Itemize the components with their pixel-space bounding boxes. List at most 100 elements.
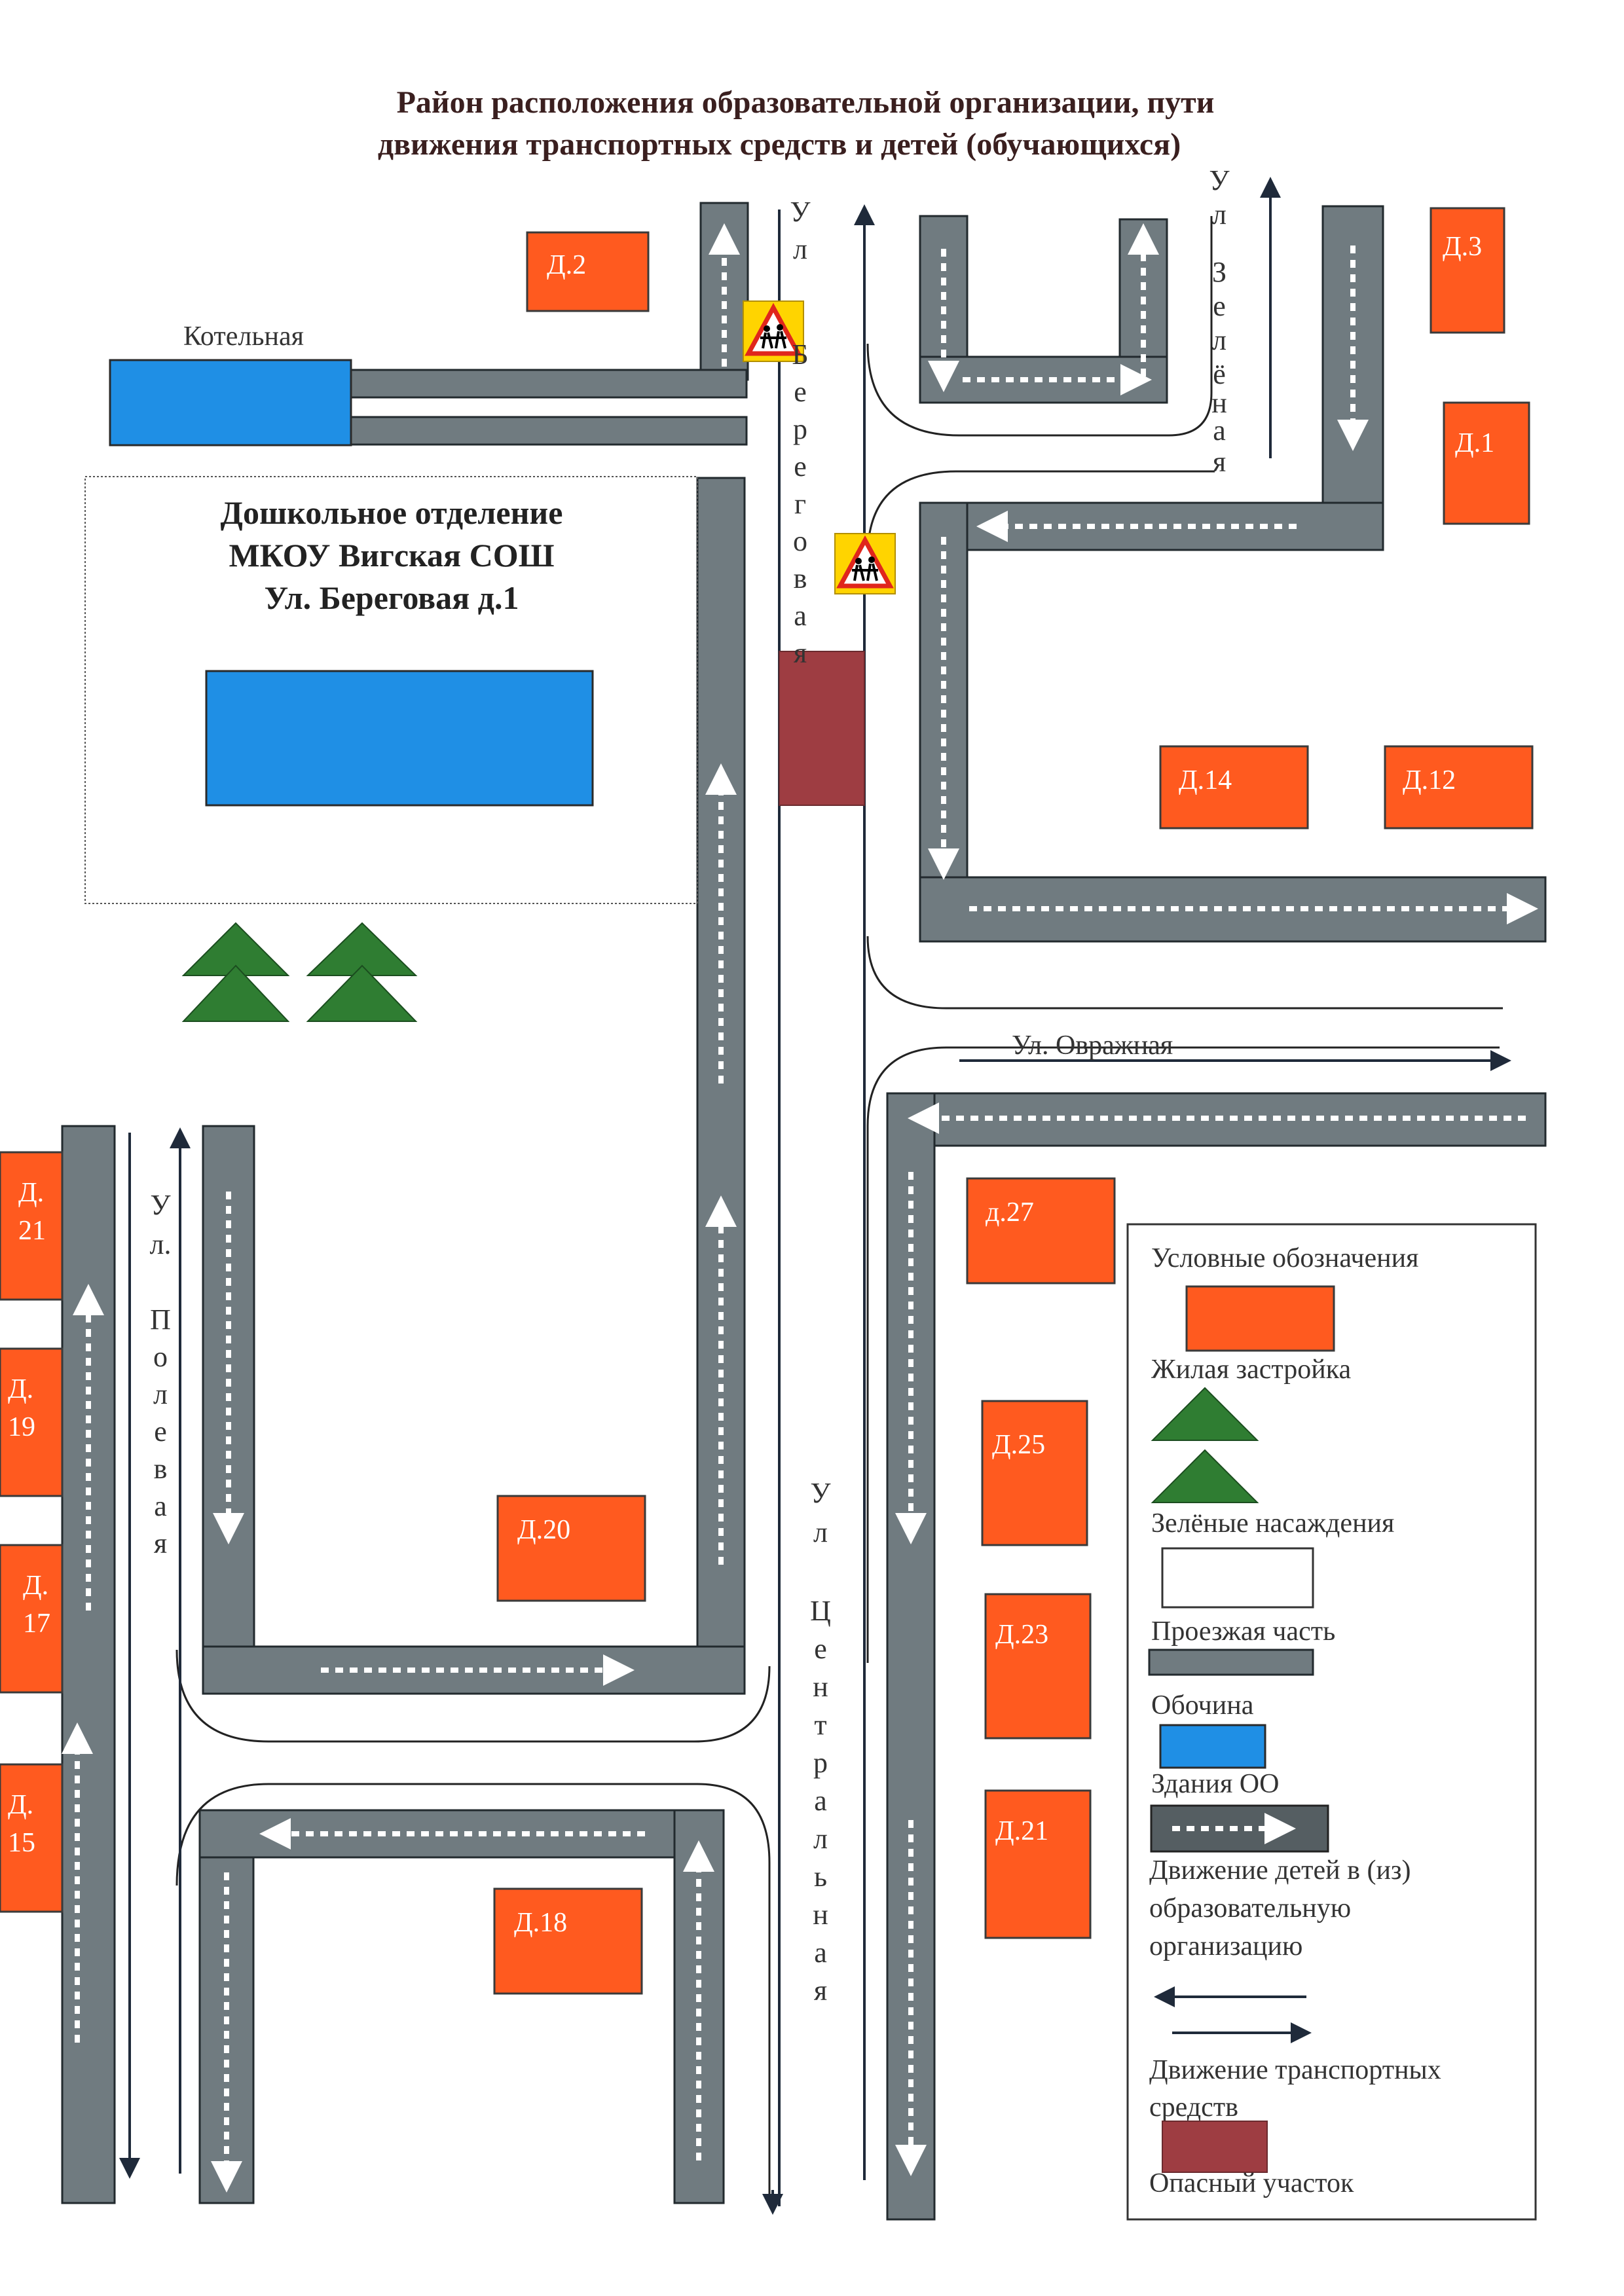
- road-segment: [696, 477, 746, 1694]
- house-d21-left: [0, 1151, 64, 1301]
- house-d19-label-b: 19: [8, 1412, 35, 1442]
- street-letter: г: [794, 488, 806, 520]
- street-letter: я: [154, 1527, 167, 1559]
- road-segment: [349, 416, 748, 446]
- legend-children-swatch: [1150, 1804, 1329, 1853]
- map-title-line2: движения транспортных средств и детей (о…: [378, 127, 1181, 162]
- house-d18: [493, 1887, 643, 1995]
- street-letter: а: [814, 1937, 827, 1969]
- street-letter: я: [794, 637, 807, 669]
- house-d2-label: Д.2: [547, 250, 586, 280]
- house-d2: [526, 231, 650, 312]
- house-d17-label-a: Д.: [23, 1571, 48, 1601]
- house-d21-left-label-b: 21: [18, 1216, 46, 1246]
- school-name-line2: МКОУ Вигская СОШ: [229, 537, 554, 574]
- house-d23-label: Д.23: [995, 1620, 1048, 1650]
- street-letter: а: [814, 1785, 827, 1817]
- house-d19: [0, 1347, 64, 1497]
- house-d1: [1443, 401, 1530, 525]
- school-name-line1: Дошкольное отделение: [221, 494, 563, 531]
- house-d18-label: Д.18: [514, 1908, 567, 1938]
- house-d25-label: Д.25: [992, 1430, 1045, 1460]
- street-letter: л.: [150, 1228, 172, 1260]
- house-d17-label-b: 17: [23, 1609, 50, 1639]
- street-letter: ё: [1213, 358, 1226, 390]
- legend-children-label-2: образовательную: [1149, 1893, 1351, 1923]
- house-d12-label: Д.12: [1403, 765, 1456, 795]
- legend-children-label-1: Движение детей в (из): [1149, 1855, 1411, 1886]
- house-d12: [1384, 745, 1534, 829]
- legend-residential-swatch: [1185, 1285, 1335, 1352]
- curb-line: [175, 1783, 771, 2200]
- street-letter: л: [153, 1378, 168, 1410]
- street-letter: л: [813, 1823, 828, 1855]
- street-polevaya-label: У л. П о л е в а я: [150, 1189, 172, 1559]
- street-letter: л: [1212, 324, 1227, 356]
- tree-icon: [306, 964, 418, 1022]
- street-zelenaya-label: У л З е л ё н а я: [1209, 164, 1230, 478]
- legend-green-label: Зелёные насаждения: [1151, 1508, 1394, 1539]
- street-letter: У: [150, 1189, 171, 1221]
- school-address: Ул. Береговая д.1: [265, 579, 519, 616]
- street-ovrazhnaya-label: Ул. Овражная: [1012, 1030, 1173, 1061]
- houses: Д.2 Д.3 Д.1 Д.14 Д.12 д.27 Д.25 Д.23 Д.2…: [0, 207, 1534, 1995]
- street-letter: в: [794, 562, 807, 594]
- children-routes: [62, 223, 1538, 2193]
- legend-children-label-3: организацию: [1149, 1931, 1302, 1961]
- street-letter: л: [1212, 198, 1227, 230]
- street-letter: З: [1212, 256, 1227, 288]
- house-d15-label-b: 15: [8, 1828, 35, 1858]
- legend-shoulder-label: Обочина: [1151, 1690, 1254, 1721]
- street-centralnaya-label: У л Ц е н т р а л ь н а я: [810, 1477, 831, 2007]
- house-d21-right: [984, 1789, 1092, 1939]
- street-letter: в: [154, 1453, 168, 1485]
- street-letter: е: [814, 1633, 827, 1665]
- tree-icon: [1151, 1387, 1259, 1441]
- house-d14-label: Д.14: [1179, 765, 1232, 795]
- tree-icon: [181, 964, 290, 1022]
- street-letter: н: [813, 1899, 828, 1931]
- street-letter: е: [1213, 290, 1226, 322]
- boiler-house: [109, 359, 352, 446]
- road-segment: [919, 355, 1168, 404]
- house-d3-label: Д.3: [1443, 232, 1482, 262]
- curb-line: [866, 216, 1213, 437]
- street-letter: Б: [792, 338, 808, 371]
- street-letter: о: [793, 525, 807, 557]
- legend-danger-swatch: [1162, 2121, 1268, 2173]
- street-letter: н: [813, 1671, 828, 1703]
- street-letter: У: [810, 1477, 831, 1509]
- legend-box: [1126, 1223, 1537, 2221]
- road-segment: [349, 369, 748, 399]
- street-letter: е: [794, 450, 807, 483]
- house-d1-label: Д.1: [1455, 428, 1494, 458]
- house-d17: [0, 1544, 64, 1694]
- house-d19-label-a: Д.: [8, 1374, 33, 1404]
- house-d3: [1430, 207, 1505, 334]
- house-d25: [981, 1400, 1088, 1546]
- danger-zone: [779, 651, 865, 806]
- school-building: [205, 670, 594, 807]
- street-letter: я: [814, 1975, 827, 2007]
- street-letter: л: [793, 233, 807, 265]
- children-crossing-sign-icon: [834, 533, 896, 594]
- curb-line: [866, 936, 1503, 1010]
- school-plot: [84, 476, 698, 904]
- legend-residential-label: Жилая застройка: [1151, 1355, 1352, 1385]
- house-d20: [496, 1495, 646, 1602]
- street-letter: а: [794, 600, 807, 632]
- road-segment: [202, 1645, 746, 1695]
- road-segment: [673, 1809, 725, 2204]
- curb-line: [175, 1649, 771, 1743]
- street-letter: л: [813, 1516, 828, 1548]
- house-d14: [1159, 745, 1309, 829]
- legend-school-label: Здания ОО: [1151, 1769, 1279, 1799]
- legend: Условные обозначения Жилая застройка Зел…: [1126, 1223, 1537, 2221]
- street-letter: П: [150, 1303, 171, 1336]
- street-letter: н: [1211, 387, 1227, 419]
- legend-shoulder-swatch: [1148, 1649, 1314, 1676]
- road-segment: [886, 1092, 936, 2221]
- boiler-label: Котельная: [183, 321, 304, 352]
- street-letter: т: [814, 1709, 826, 1741]
